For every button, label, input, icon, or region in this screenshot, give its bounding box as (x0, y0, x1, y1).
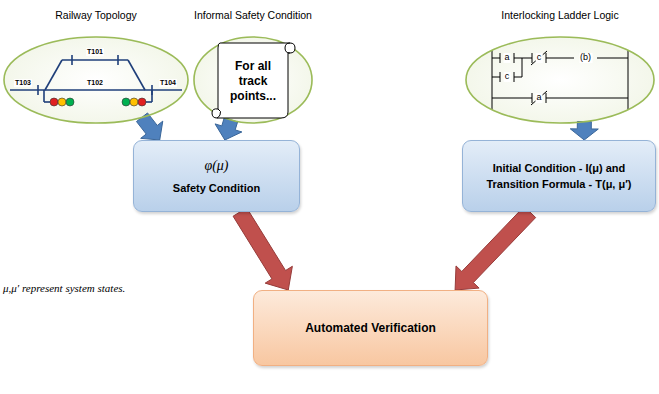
ladder-rail (492, 50, 493, 110)
signal-post (44, 101, 50, 103)
ellipse-outline (194, 37, 312, 123)
ladder-ellipse: Interlocking Ladder Logic (465, 36, 655, 124)
ladder-rail (628, 50, 629, 110)
ellipse-outline (3, 36, 189, 124)
railway-tracks (10, 55, 182, 102)
scroll-outline (212, 43, 295, 118)
signals (50, 98, 146, 106)
contact-name: a (535, 93, 542, 103)
ladder-wire (514, 58, 532, 59)
ladder-wire (522, 58, 523, 77)
coil-name: (b) (579, 53, 592, 63)
track-name: T101 (86, 48, 104, 56)
informal-ellipse: Informal Safety ConditionFor all track p… (193, 36, 313, 124)
contact-bar (500, 53, 501, 63)
process-box: Automated Verification (253, 290, 488, 366)
signal-lamp (66, 98, 74, 106)
ellipse-grounds (3, 36, 655, 124)
track-name: T104 (159, 79, 177, 87)
scroll-curl (285, 43, 290, 53)
scroll-note: For all track points... (210, 40, 296, 120)
signal-lamp (130, 98, 138, 106)
ellipse-ground (3, 36, 189, 124)
process-box: φ(μ) Safety Condition (133, 140, 300, 212)
ellipse-ground (193, 36, 313, 124)
ellipse-outline (193, 36, 313, 124)
contact-slash (531, 91, 547, 105)
signal-lamp (138, 98, 146, 106)
scroll-outline (210, 40, 296, 120)
ladder-wire (492, 77, 500, 78)
track-joint (71, 55, 73, 65)
track-joint (117, 55, 119, 65)
formula-text: φ(μ) (204, 158, 228, 174)
ladder-wire (546, 98, 628, 99)
contact-bar (532, 53, 533, 63)
ladder-wire (514, 77, 522, 78)
track-joint (37, 85, 39, 95)
contact-name: c (536, 53, 543, 63)
ladder-diagram (492, 50, 628, 110)
contact-slash (531, 51, 547, 65)
box-title: Automated Verification (305, 321, 436, 335)
flow-arrow (570, 121, 598, 140)
track-name: T103 (14, 79, 32, 87)
signal-post (43, 90, 45, 102)
track-line (45, 60, 62, 90)
contact-name: c (504, 72, 511, 82)
ellipse-outline (4, 37, 188, 123)
track-line (10, 89, 182, 91)
ellipse-ground (465, 36, 655, 124)
track-line (128, 60, 145, 90)
box-title: Safety Condition (173, 182, 260, 194)
flow-arrow (455, 206, 536, 290)
flow-arrow (233, 208, 292, 290)
signal-lamp (58, 98, 66, 106)
ellipse-heading: Railway Topology (0, 9, 209, 21)
signal-post (151, 90, 153, 102)
contact-bar (532, 93, 533, 103)
ladder-wire (492, 58, 500, 59)
process-box: Initial Condition - I(μ) and Transition … (462, 140, 656, 212)
contact-bar (500, 72, 501, 82)
ellipse-outline (466, 37, 654, 123)
flow-arrow (136, 113, 162, 140)
box-title: Initial Condition - I(μ) and Transition … (471, 160, 647, 193)
contact-name: a (503, 53, 510, 63)
ellipse-heading: Informal Safety Condition (173, 9, 333, 21)
signal-post (146, 101, 152, 103)
scroll-curl (217, 109, 221, 118)
ladder-wire (546, 58, 574, 59)
note-text: μ,μ′ represent system states. (2, 282, 126, 294)
ladder-wire (492, 98, 532, 99)
scroll-text: For all track points... (225, 59, 281, 104)
topology-ellipse: Railway Topology (3, 36, 189, 124)
signal-lamp (50, 98, 58, 106)
ladder-wire (597, 58, 628, 59)
flow-arrow (215, 118, 242, 140)
signal-lamp (122, 98, 130, 106)
ellipse-outline (465, 36, 655, 124)
ellipse-heading: Interlocking Ladder Logic (445, 9, 659, 21)
track-name: T102 (86, 79, 104, 87)
